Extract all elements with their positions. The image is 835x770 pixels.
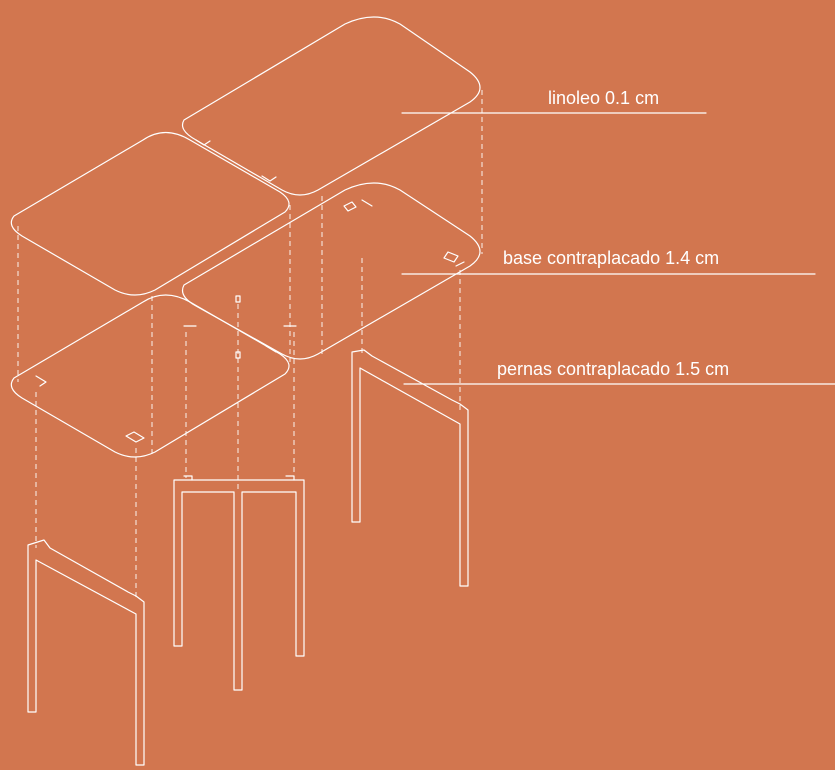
annotation-base: base contraplacado 1.4 cm [401, 248, 816, 275]
base-slot [455, 261, 465, 267]
linoleum-notch [261, 175, 277, 182]
label-linoleo: linoleo 0.1 cm [548, 88, 659, 108]
base-sheet-right [181, 182, 481, 360]
linoleum-notch [195, 139, 211, 146]
base-slot [361, 199, 373, 207]
leg-tenon [183, 475, 193, 481]
leg-frame-center [173, 479, 305, 691]
leg-frame-front-left [27, 539, 145, 766]
linoleum-sheet-left [10, 131, 290, 296]
base-slot [343, 201, 357, 212]
base-slot [35, 375, 47, 387]
base-layer [10, 182, 481, 458]
base-slot [265, 345, 277, 353]
label-base: base contraplacado 1.4 cm [503, 248, 719, 268]
legs-layer [27, 349, 469, 766]
alignment-lines [17, 90, 483, 598]
base-slot [125, 431, 145, 443]
label-pernas: pernas contraplacado 1.5 cm [497, 359, 729, 379]
annotation-linoleo: linoleo 0.1 cm [401, 88, 707, 114]
linoleum-sheet-right [181, 16, 481, 196]
base-sheet-left [10, 294, 290, 458]
base-slot [235, 351, 241, 359]
leg-frame-back-right [351, 349, 469, 587]
base-slot [443, 251, 459, 263]
annotation-pernas: pernas contraplacado 1.5 cm [403, 359, 835, 385]
base-slot [235, 295, 241, 303]
linoleum-layer [10, 16, 481, 296]
